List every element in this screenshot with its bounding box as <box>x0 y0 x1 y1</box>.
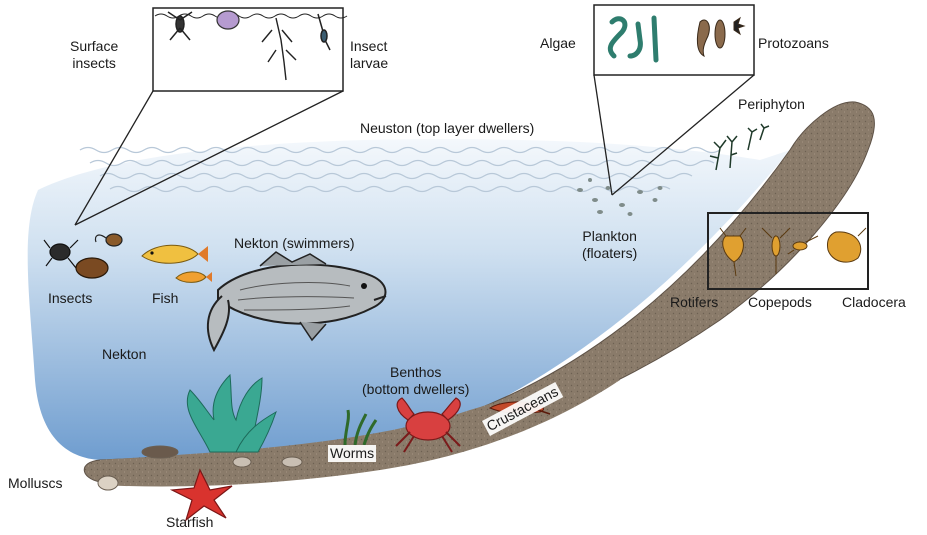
cladocera-icon <box>827 228 866 262</box>
water-bug-icon <box>76 258 108 278</box>
benthos-line-1: Benthos <box>362 364 469 381</box>
neuston-label: Neuston (top layer dwellers) <box>360 120 534 137</box>
mollusc-shell-icon <box>98 476 118 490</box>
insects-label: Insects <box>48 290 92 307</box>
beetle-icon <box>217 11 239 29</box>
surface-insects-label: Surface insects <box>70 38 118 72</box>
worms-label: Worms <box>328 445 376 462</box>
surface-insects-line-1: Surface <box>70 38 118 55</box>
nekton-swimmers-label: Nekton (swimmers) <box>234 235 355 252</box>
algae-label: Algae <box>540 35 576 52</box>
rotifers-label: Rotifers <box>670 294 718 311</box>
cladocera-label: Cladocera <box>842 294 906 311</box>
insect-larvae-line-1: Insect <box>350 38 388 55</box>
fish-label: Fish <box>152 290 178 307</box>
benthos-label: Benthos (bottom dwellers) <box>362 364 469 398</box>
protozoans-label: Protozoans <box>758 35 829 52</box>
copepods-label: Copepods <box>748 294 812 311</box>
molluscs-label: Molluscs <box>8 475 62 492</box>
periphyton-label: Periphyton <box>738 96 805 113</box>
nekton-label: Nekton <box>102 346 146 363</box>
plankton-label: Plankton (floaters) <box>582 228 637 262</box>
insect-larvae-label: Insect larvae <box>350 38 388 72</box>
insect-larvae-line-2: larvae <box>350 55 388 72</box>
plankton-line-1: Plankton <box>582 228 637 245</box>
starfish-label: Starfish <box>166 514 213 531</box>
benthos-line-2: (bottom dwellers) <box>362 381 469 398</box>
surface-insects-line-2: insects <box>70 55 118 72</box>
plankton-line-2: (floaters) <box>582 245 637 262</box>
